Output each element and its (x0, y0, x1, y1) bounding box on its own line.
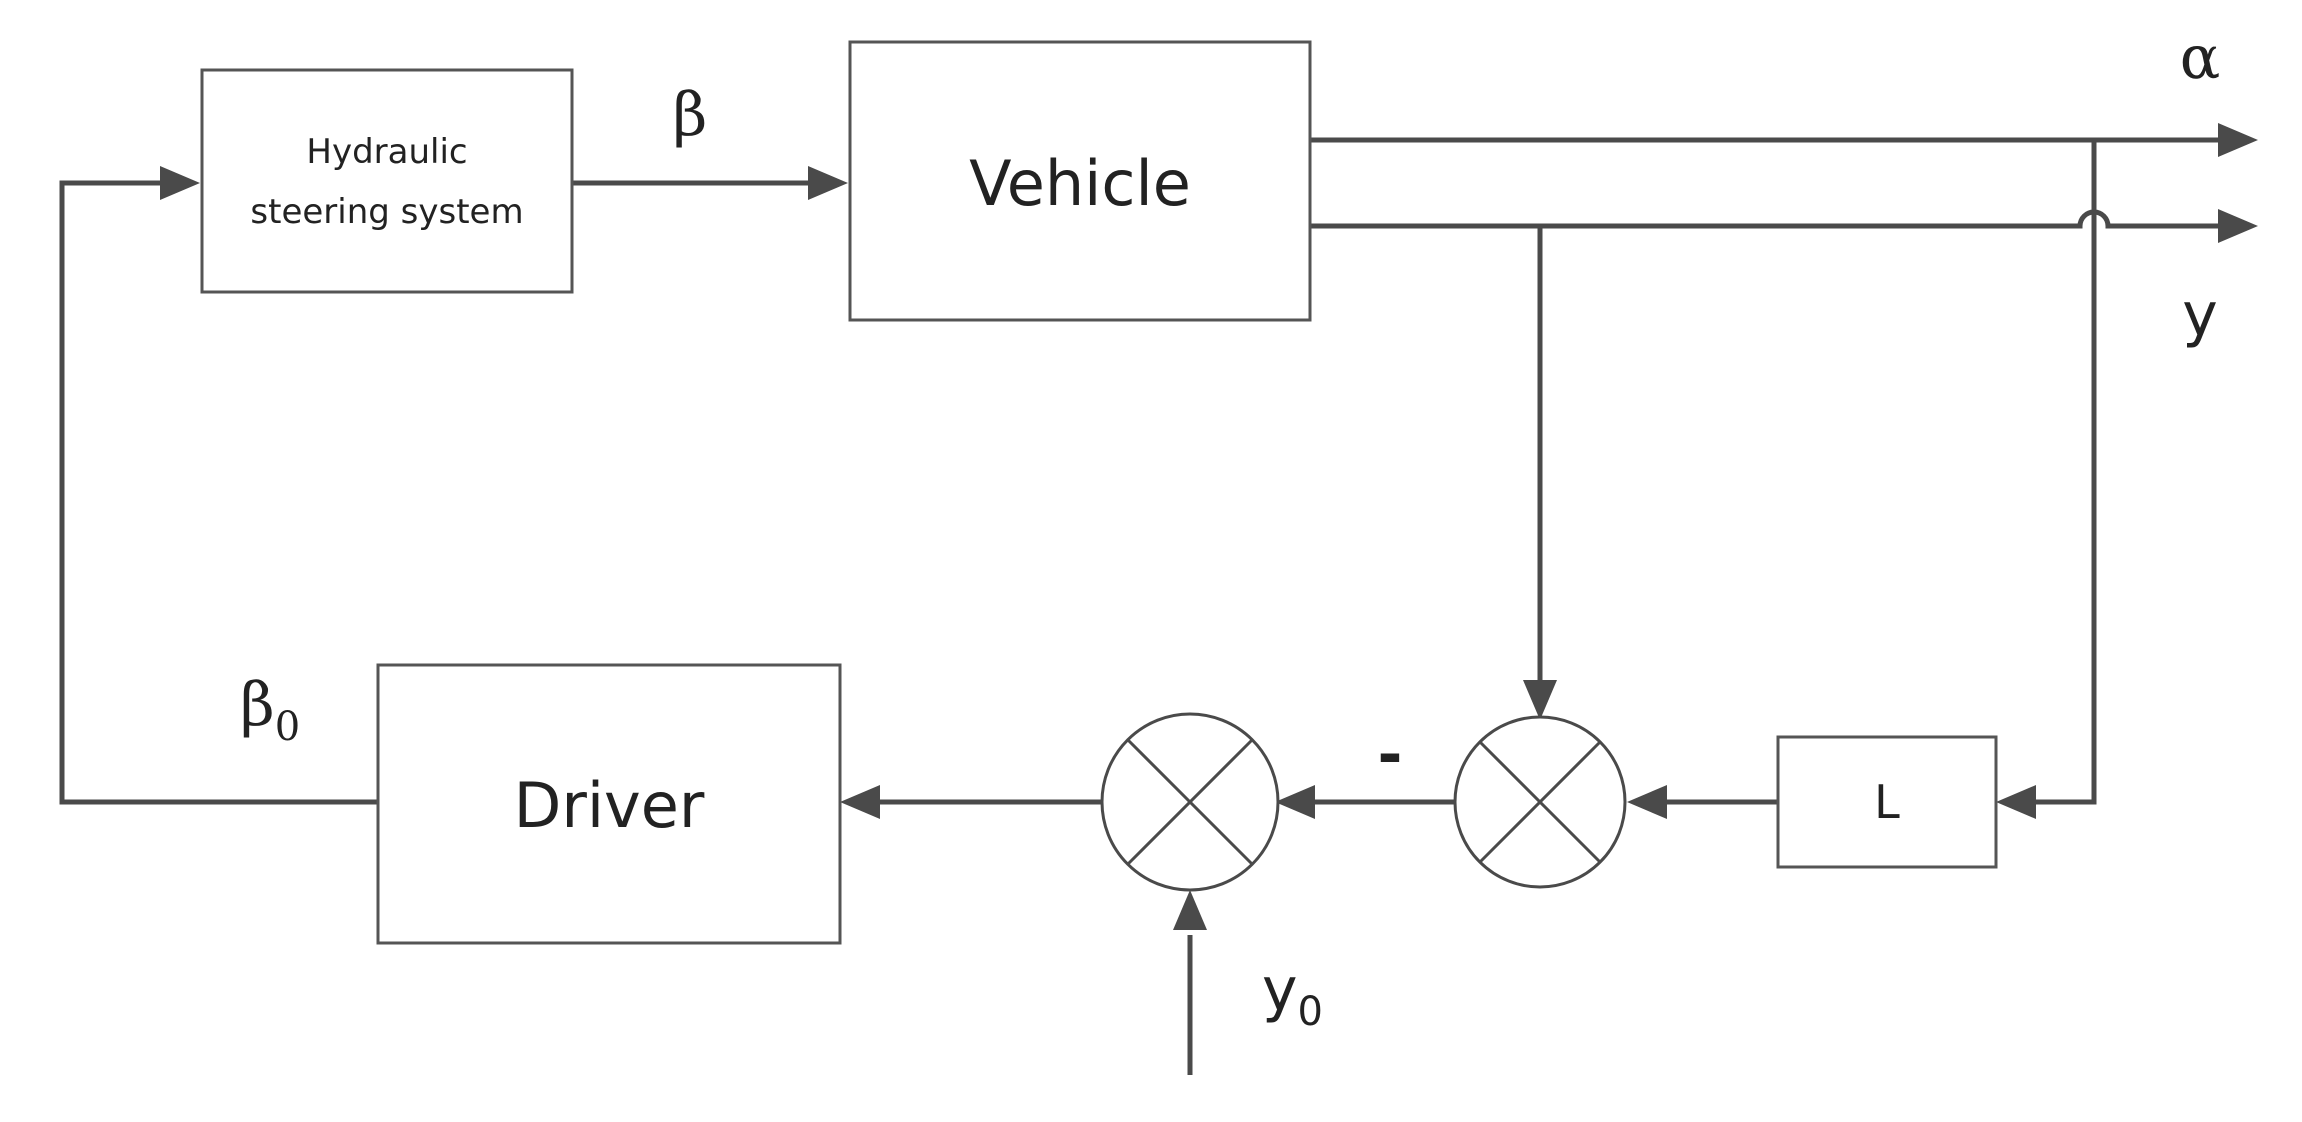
label-y0-base: y (1262, 955, 1298, 1025)
arrowhead-vehicle-in (808, 166, 848, 200)
arrowhead-sum-right-top (1523, 680, 1557, 720)
arrowhead-y-out (2218, 209, 2258, 243)
driver-label: Driver (514, 769, 705, 842)
driver-block: Driver (376, 663, 842, 945)
hydraulic-steering-block: Hydraulic steering system (200, 68, 574, 294)
label-beta0: β0 (240, 670, 300, 750)
wire-alpha-feedback (2020, 140, 2097, 805)
hydraulic-label-line2: steering system (250, 192, 523, 232)
arrowhead-sum-left-in (1275, 785, 1315, 819)
label-beta0-sub: 0 (275, 704, 300, 750)
label-beta: β (673, 80, 708, 150)
arrowhead-sum-right-in (1627, 785, 1667, 819)
wire-beta0-loop (59, 180, 378, 805)
gain-L-block: L (1776, 735, 1998, 869)
arrowhead-alpha-out (2218, 123, 2258, 157)
arrowhead-sum-left-bottom (1173, 890, 1207, 930)
vehicle-block: Vehicle (848, 40, 1312, 322)
label-y: y (2182, 280, 2218, 350)
label-y0: y0 (1262, 955, 1323, 1035)
arrowhead-driver-in (840, 785, 880, 819)
hydraulic-label-line1: Hydraulic (306, 132, 467, 172)
label-y0-sub: 0 (1298, 989, 1323, 1035)
summing-junction-right (1453, 715, 1627, 889)
label-beta0-base: β (240, 670, 275, 740)
label-alpha: α (2180, 23, 2221, 93)
arrowhead-hydraulic-in (160, 166, 200, 200)
vehicle-label: Vehicle (969, 147, 1191, 220)
gain-L-label: L (1874, 775, 1900, 829)
arrowhead-L-in (1996, 785, 2036, 819)
wire-y-output (1310, 209, 2222, 229)
summing-junction-left (1100, 712, 1280, 892)
label-minus-sign: - (1378, 720, 1403, 790)
